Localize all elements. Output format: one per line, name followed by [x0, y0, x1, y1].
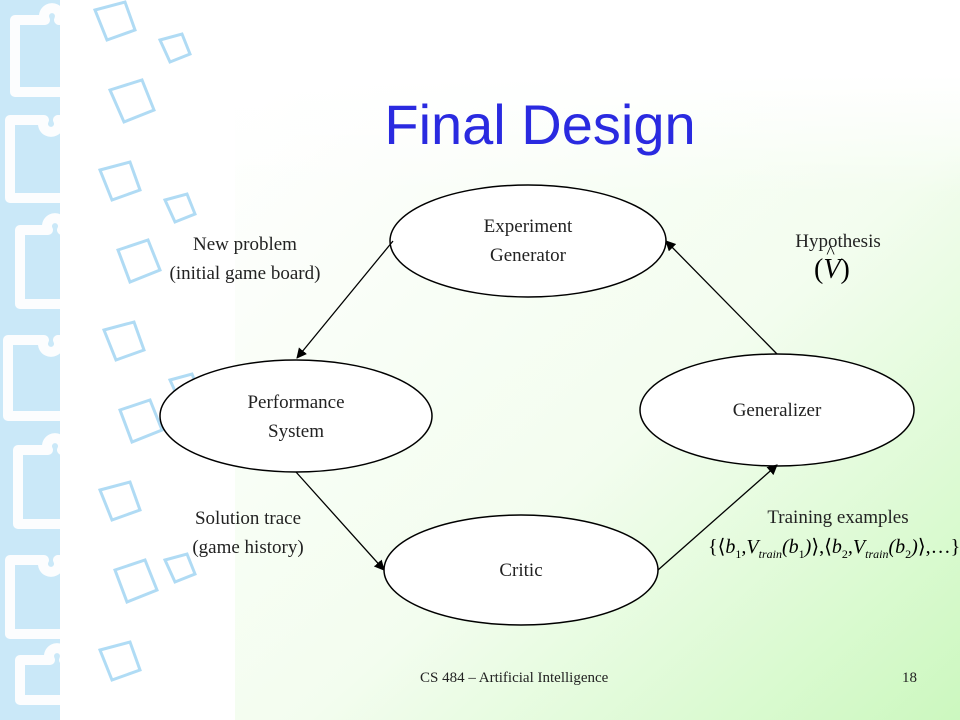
- experiment-generator-label: Experiment Generator: [448, 212, 608, 270]
- new-problem-line1: New problem: [193, 234, 297, 255]
- footer-course: CS 484 – Artificial Intelligence: [420, 670, 609, 686]
- new-problem-label: New problem (initial game board): [135, 230, 355, 288]
- performance-system-line2: System: [268, 421, 324, 442]
- generalizer-text: Generalizer: [732, 400, 822, 421]
- edge-experiment-to-performance: [296, 240, 394, 359]
- edge-generalizer-to-experiment: [665, 240, 778, 355]
- new-problem-line2: (initial game board): [169, 263, 321, 284]
- critic-text: Critic: [499, 560, 543, 581]
- experiment-generator-line2: Generator: [490, 245, 566, 266]
- generalizer-label: Generalizer: [697, 396, 857, 425]
- hypothesis-formula: (V^): [814, 242, 850, 285]
- performance-system-label: Performance System: [216, 388, 376, 446]
- slide-number: 18: [902, 670, 917, 686]
- performance-system-line1: Performance: [247, 392, 345, 413]
- edge-performance-to-critic: [295, 471, 385, 571]
- edge-critic-to-generalizer: [657, 464, 778, 571]
- solution-trace-line2: (game history): [192, 537, 304, 558]
- slide-title: Final Design: [384, 93, 696, 156]
- hypothesis-label: Hypothesis: [768, 227, 908, 256]
- training-examples-label: Training examples: [728, 503, 948, 532]
- hypothesis-text: Hypothesis: [795, 231, 881, 252]
- solution-trace-label: Solution trace (game history): [148, 504, 348, 562]
- critic-label: Critic: [461, 556, 581, 585]
- solution-trace-line1: Solution trace: [194, 508, 302, 529]
- experiment-generator-line1: Experiment: [483, 216, 573, 237]
- puzzle-pattern-decoration: [0, 0, 202, 720]
- training-examples-text: Training examples: [767, 507, 909, 528]
- training-examples-formula: {⟨b1,Vtrain(b1)⟩,⟨b2,Vtrain(b2)⟩,…}: [708, 536, 960, 561]
